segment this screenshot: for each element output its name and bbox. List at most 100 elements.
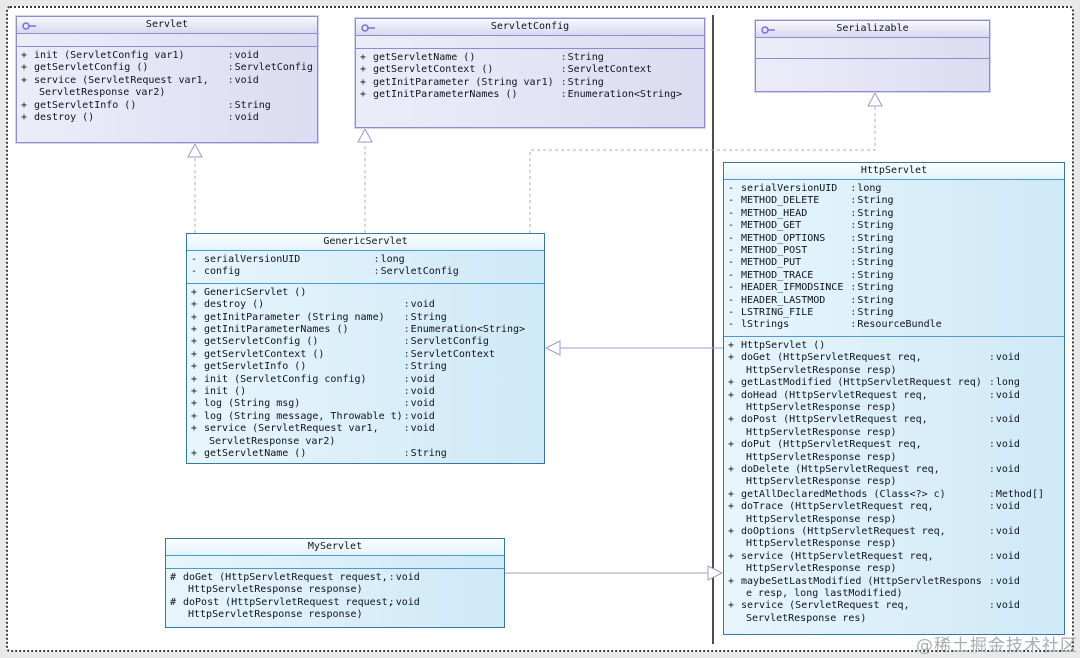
member-mod: +	[21, 99, 28, 111]
member-type: ServletContext	[410, 348, 495, 360]
member-mod: +	[21, 62, 28, 74]
member-type: Enumeration<String>	[567, 89, 683, 101]
methods-section: +init (ServletConfig var1):void+getServl…	[17, 47, 317, 132]
watermark: @稀土掘金技术社区	[916, 636, 1078, 656]
member-sig: doHead (HttpServletRequest req,HttpServl…	[741, 389, 928, 413]
member-sig: getAllDeclaredMethods (Class<?> c)	[741, 488, 946, 500]
class-box-httpservlet[interactable]: HttpServlet -serialVersionUID:long-METHO…	[723, 162, 1065, 635]
fields-section	[17, 34, 317, 47]
member-type: void	[995, 600, 1020, 612]
member-sig: doTrace (HttpServletRequest req,HttpServ…	[741, 501, 934, 525]
interface-icon	[22, 22, 36, 30]
class-title-bar: MyServlet	[166, 539, 504, 556]
member-type: String	[567, 76, 604, 88]
member-colon: :	[988, 488, 995, 500]
member-colon: :	[403, 373, 410, 385]
fields-section: -serialVersionUID:long-METHOD_DELETE:Str…	[724, 180, 1064, 337]
interface-icon	[761, 26, 775, 34]
class-box-genericservlet[interactable]: GenericServlet -serialVersionUID:long-co…	[186, 233, 545, 464]
member-type: void	[995, 389, 1020, 401]
member-colon: :	[850, 207, 857, 219]
fields-section	[356, 36, 704, 49]
member-mod: -	[728, 294, 735, 306]
member-mod: +	[728, 525, 735, 537]
member-colon: :	[850, 195, 857, 207]
member-mod: +	[728, 501, 735, 513]
member-colon: :	[988, 352, 995, 364]
member-mod: -	[728, 245, 735, 257]
member-sig: getServletInfo ()	[34, 99, 137, 111]
member-type: String	[857, 294, 894, 306]
member-sig: HttpServlet ()	[741, 339, 826, 351]
member-type: String	[410, 361, 447, 373]
member-type: void	[395, 572, 420, 583]
class-title-bar: ServletConfig	[356, 19, 704, 36]
member-type: void	[410, 299, 435, 311]
member-colon: :	[988, 501, 995, 513]
member-type: void	[995, 525, 1020, 537]
member-sig: serialVersionUID	[741, 183, 838, 194]
member-sig: getInitParameter (String var1)	[373, 76, 554, 88]
member-mod: -	[728, 257, 735, 269]
member-sig: log (String msg)	[204, 398, 301, 410]
member-colon: :	[403, 336, 410, 348]
member-type: String	[567, 52, 604, 63]
member-sig: getServletConfig ()	[204, 336, 319, 348]
member-mod: +	[21, 50, 28, 61]
member-type: String	[857, 245, 894, 257]
methods-section: # doGet (HttpServletRequest request,HttpS…	[166, 569, 504, 630]
member-mod: +	[191, 410, 198, 422]
class-box-servlet[interactable]: Servlet +init (ServletConfig var1):void+…	[16, 16, 318, 143]
member-colon: :	[560, 89, 567, 101]
member-type: String	[234, 99, 271, 111]
member-colon: :	[403, 348, 410, 360]
member-mod: +	[191, 373, 198, 385]
class-box-servletconfig[interactable]: ServletConfig +getServletName ():String+…	[355, 18, 705, 128]
member-type: String	[857, 307, 894, 319]
member-colon: :	[850, 257, 857, 269]
member-sig: getServletName ()	[204, 448, 307, 460]
member-colon: :	[403, 448, 410, 460]
member-sig: doGet (HttpServletRequest req,HttpServle…	[741, 352, 922, 376]
member-mod: +	[191, 324, 198, 336]
member-type: String	[857, 232, 894, 244]
member-colon: :	[403, 398, 410, 410]
member-sig: serialVersionUID	[204, 254, 301, 265]
member-sig: METHOD_GET	[741, 220, 802, 232]
member-type: ServletConfig	[380, 266, 459, 278]
member-colon: :	[988, 463, 995, 475]
member-mod: +	[360, 76, 367, 88]
member-mod: -	[728, 269, 735, 281]
member-mod: +	[360, 52, 367, 63]
member-mod: -	[728, 319, 735, 331]
member-colon: :	[988, 575, 995, 587]
member-sig: GenericServlet ()	[204, 286, 307, 298]
member-mod: -	[728, 282, 735, 294]
member-mod: +	[728, 488, 735, 500]
member-colon: :	[850, 282, 857, 294]
member-sig: doGet (HttpServletRequest request,HttpSe…	[183, 572, 388, 596]
member-mod: +	[191, 311, 198, 323]
member-mod: +	[728, 352, 735, 364]
member-sig: init (ServletConfig var1)	[34, 50, 185, 61]
member-sig: doDelete (HttpServletRequest req,HttpSer…	[741, 463, 940, 488]
member-colon: :	[403, 386, 410, 398]
member-mod: +	[728, 414, 735, 426]
member-mod: #	[170, 596, 177, 608]
member-sig: getInitParameter (String name)	[204, 311, 385, 323]
member-type: String	[410, 448, 447, 460]
fields-section	[166, 556, 504, 569]
member-type: void	[995, 352, 1020, 364]
member-colon: :	[988, 525, 995, 537]
member-type: void	[995, 414, 1020, 426]
class-box-myservlet[interactable]: MyServlet # doGet (HttpServletRequest req…	[165, 538, 505, 628]
member-type: ServletContext	[567, 64, 652, 76]
member-colon: :	[388, 572, 395, 583]
member-sig: destroy ()	[34, 112, 95, 124]
class-box-serializable[interactable]: Serializable	[755, 20, 990, 92]
member-sig: getServletContext ()	[373, 64, 494, 76]
member-type: void	[995, 575, 1020, 587]
member-colon: :	[403, 311, 410, 323]
member-mod: +	[191, 299, 198, 311]
member-sig: METHOD_POST	[741, 245, 808, 257]
